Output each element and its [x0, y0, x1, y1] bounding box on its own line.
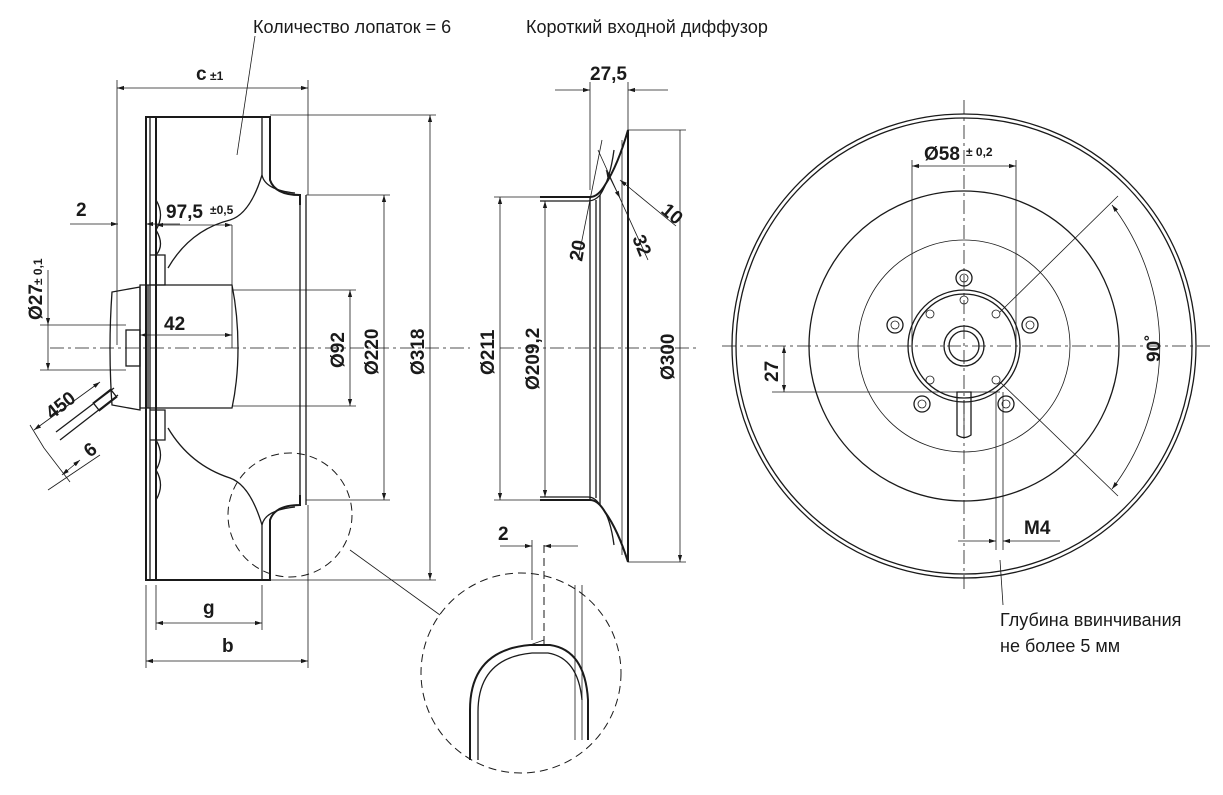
dim-6: 6 [80, 439, 101, 462]
dim-2-left: 2 [76, 200, 87, 221]
dim-d220: Ø220 [362, 329, 383, 375]
screw-depth-note-1: Глубина ввинчивания [1000, 610, 1181, 630]
dim-c: c [196, 64, 207, 85]
dim-d300: Ø300 [658, 334, 679, 380]
dim-20: 20 [566, 238, 590, 262]
dim-d58: Ø58 [924, 144, 960, 165]
detail-view: 2 [420, 524, 622, 774]
dim-detail-2: 2 [498, 524, 509, 545]
dim-32: 32 [627, 232, 654, 259]
dim-d27-tol: ± 0,1 [31, 258, 45, 285]
dim-27-front: 27 [762, 361, 783, 382]
front-view [722, 100, 1210, 590]
dim-angle-90: 90˚ [1144, 335, 1165, 362]
dim-10: 10 [657, 200, 687, 230]
dim-d211: Ø211 [478, 329, 499, 375]
diffuser-view: Короткий входной диффузор [500, 17, 768, 563]
dim-d27: Ø27 [26, 284, 47, 320]
dim-d92: Ø92 [328, 332, 349, 368]
dim-d58-tol: ± 0,2 [966, 145, 993, 159]
dim-42: 42 [164, 314, 185, 335]
mount-holes [886, 269, 1039, 413]
blade-count-note: Количество лопаток = 6 [253, 17, 451, 37]
dim-97: 97,5 [166, 202, 203, 223]
dim-g: g [203, 598, 215, 619]
dim-d209: Ø209,2 [523, 328, 544, 390]
dim-m4: M4 [1024, 518, 1051, 539]
dim-d318: Ø318 [408, 329, 429, 375]
dim-27-5: 27,5 [590, 64, 627, 85]
diffuser-dimensions: 27,5 10 32 20 Ø211 Ø209,2 Ø300 [478, 64, 687, 563]
dim-c-tol: ±1 [210, 69, 224, 83]
dim-b: b [222, 636, 234, 657]
side-view [50, 116, 470, 616]
diffuser-note: Короткий входной диффузор [526, 17, 768, 37]
front-view-dimensions: Ø58 ± 0,2 27 90˚ M4 Глубина ввинчивания … [762, 144, 1181, 656]
screw-depth-note-2: не более 5 мм [1000, 636, 1120, 656]
dim-97-tol: ±0,5 [210, 203, 234, 217]
